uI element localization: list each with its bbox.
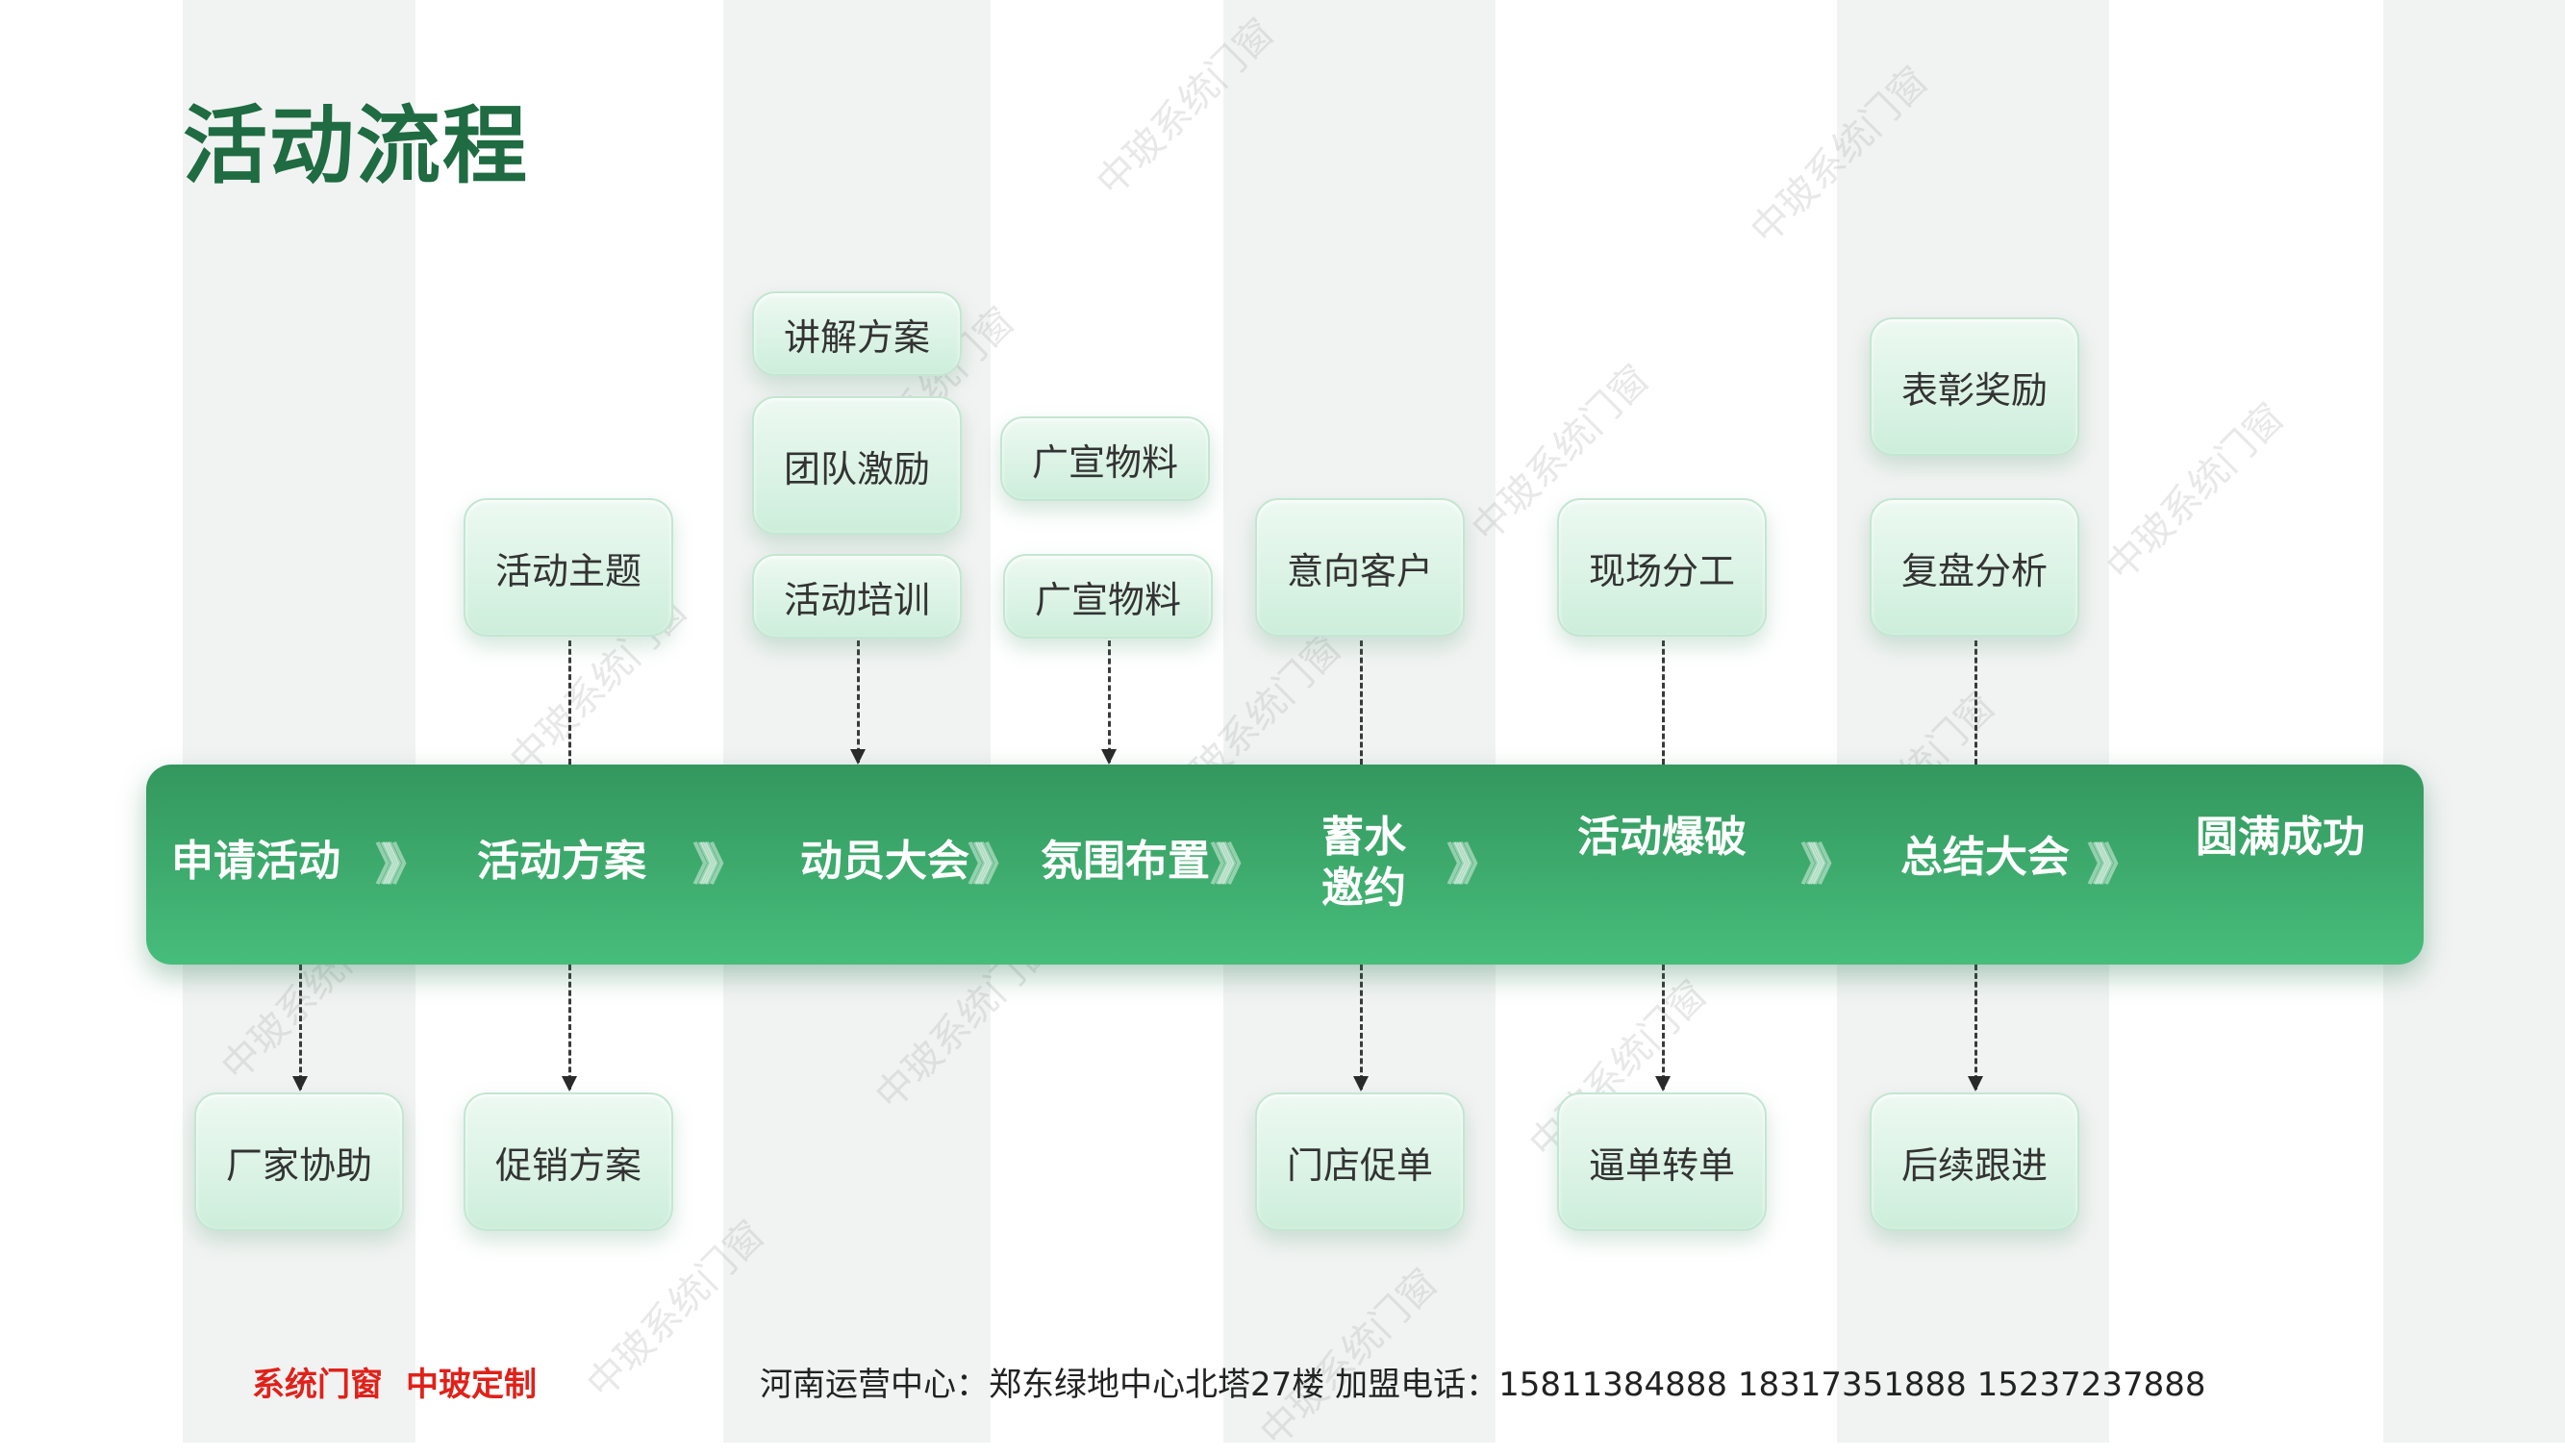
connector-xianchang-fengong (1662, 640, 1665, 765)
stage-yuanman-chenggong: 圆满成功 (2196, 813, 2365, 862)
chevron-arrow-icon: 》》》 (968, 839, 1021, 891)
stage-zongjie-dahui: 总结大会 (1900, 833, 2070, 882)
connector-houxu-genjin (1968, 965, 1983, 1092)
box-cuxiao-fangan: 促销方案 (464, 1092, 673, 1231)
chevron-arrow-icon: 》》》 (1210, 839, 1264, 891)
box-biaozhang-jiangli: 表彰奖励 (1870, 317, 2079, 456)
connector-yixiang-kehu (1360, 640, 1363, 765)
box-jiangjie-fangan: 讲解方案 (752, 291, 962, 376)
stage-shenqing-huodong: 申请活动 (171, 837, 340, 886)
connector-huodong-zhuti (568, 640, 571, 765)
box-changjia-xiezhu: 厂家协助 (194, 1092, 404, 1231)
connector-changjia-xiezhu (292, 965, 308, 1092)
box-fupan-fenxi: 复盘分析 (1870, 498, 2079, 637)
stage-line: 邀约 (1321, 863, 1406, 913)
stage-huodong-fangan: 活动方案 (477, 837, 646, 886)
stage-dongyuan-dahui: 动员大会 (800, 837, 969, 886)
page-title: 活动流程 (183, 96, 530, 195)
stage-line: 蓄水 (1321, 813, 1406, 862)
connector-huodong-peixun (850, 640, 866, 765)
chevron-arrow-icon: 》》》 (692, 839, 746, 891)
stage-fenwei-buzhi: 氛围布置 (1041, 837, 1210, 886)
box-mendian-cudan: 门店促单 (1255, 1092, 1465, 1231)
connector-mendian-cudan (1353, 965, 1369, 1092)
box-houxu-genjin: 后续跟进 (1870, 1092, 2079, 1231)
connector-cuxiao-fangan (562, 965, 577, 1092)
stage-huodong-baopo: 活动爆破 (1577, 813, 1747, 862)
box-guangxuan-wuliao-2: 广宣物料 (1003, 554, 1213, 639)
process-band (146, 765, 2424, 965)
box-guangxuan-wuliao-1: 广宣物料 (1000, 416, 1210, 501)
footer-brand: 系统门窗中玻定制 (252, 1358, 560, 1405)
box-xianchang-fengong: 现场分工 (1557, 498, 1767, 637)
bg-stripe (2383, 0, 2565, 1443)
stage-xushui-yaoyue: 蓄水 邀约 (1321, 813, 1406, 915)
connector-fupan-fenxi (1974, 640, 1977, 765)
chevron-arrow-icon: 》》》 (2087, 839, 2141, 891)
box-yixiang-kehu: 意向客户 (1255, 498, 1465, 637)
chevron-arrow-icon: 》》》 (375, 839, 429, 891)
connector-bidan-zhuandan (1655, 965, 1671, 1092)
box-tuandui-jili: 团队激励 (752, 396, 962, 535)
box-bidan-zhuandan: 逼单转单 (1557, 1092, 1767, 1231)
watermark: 中玻系统门窗 (2098, 394, 2293, 590)
chevron-arrow-icon: 》》》 (1800, 839, 1854, 891)
footer-contact: 河南运营中心：郑东绿地中心北塔27楼 加盟电话：15811384888 1831… (760, 1366, 2206, 1404)
chevron-arrow-icon: 》》》 (1446, 839, 1500, 891)
footer-brand-1: 系统门窗 (252, 1366, 383, 1404)
connector-guangxuan-wuliao (1101, 640, 1117, 765)
footer-brand-2: 中玻定制 (406, 1366, 537, 1404)
box-huodong-zhuti: 活动主题 (464, 498, 673, 637)
box-huodong-peixun: 活动培训 (752, 554, 962, 639)
